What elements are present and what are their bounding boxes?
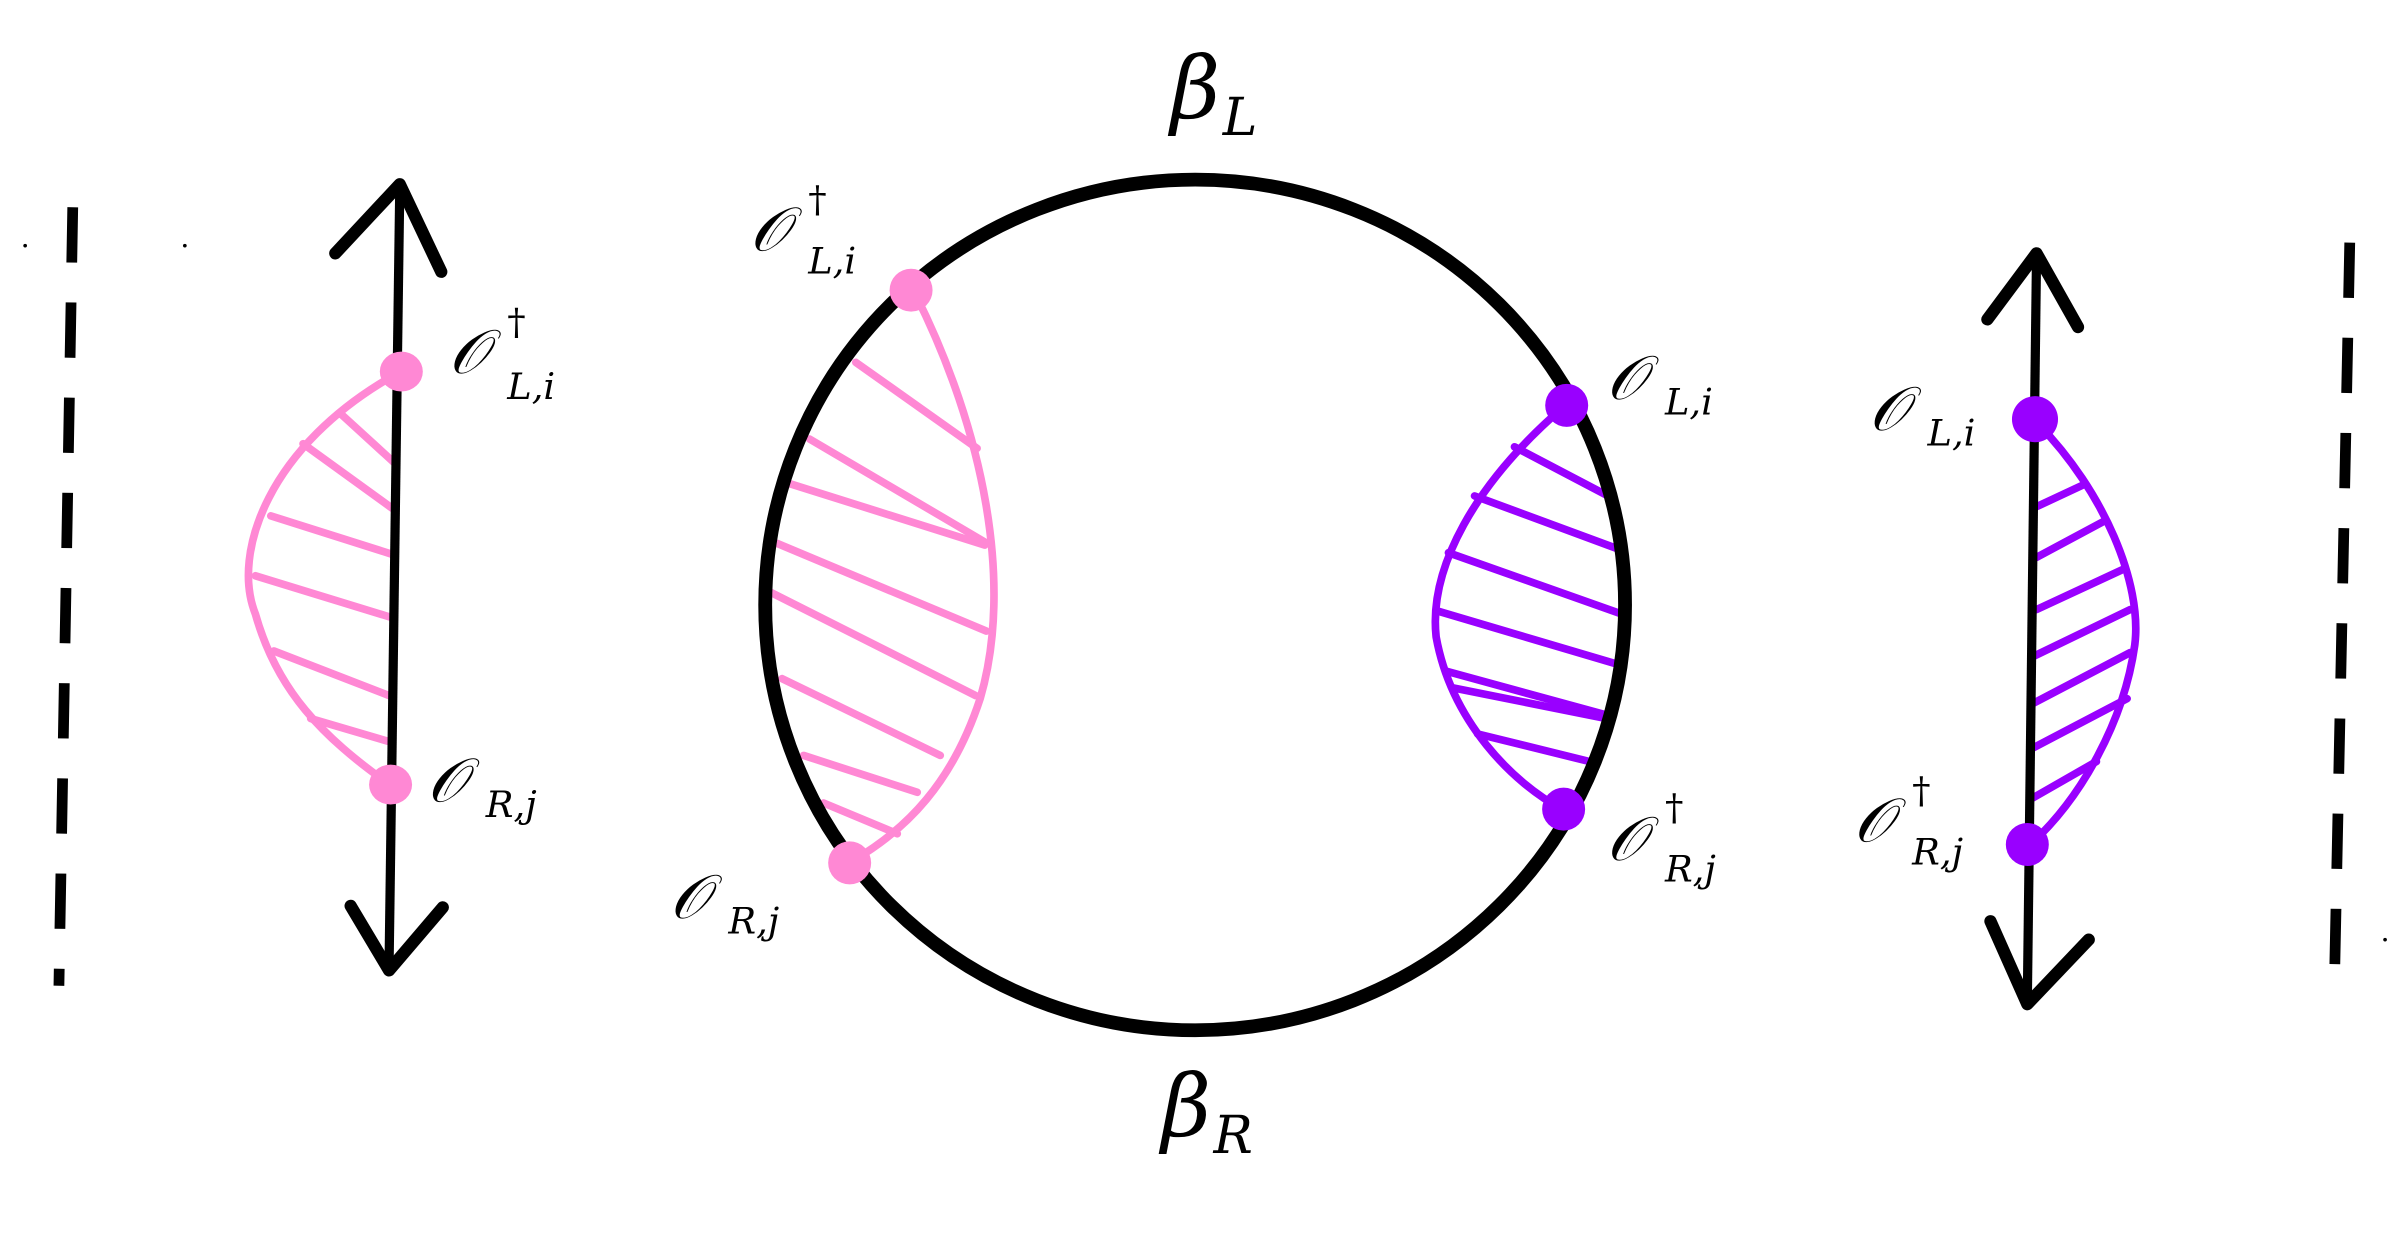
circle-op-L-label: 𝒪 L,i xyxy=(1607,343,1713,423)
svg-text:L,i: L,i xyxy=(1927,411,1976,454)
svg-text:R,j: R,j xyxy=(1664,847,1716,890)
svg-text:†: † xyxy=(1912,769,1930,812)
svg-text:R,j: R,j xyxy=(485,783,537,826)
svg-text:𝒪: 𝒪 xyxy=(449,317,502,388)
left-time-axis xyxy=(384,187,405,968)
right-purple-lens-curve xyxy=(2026,419,2140,849)
right-op-dag-R-label: 𝒪 † R,j xyxy=(1854,769,1963,873)
right-op-dag-R-dot xyxy=(2005,822,2049,866)
right-timeline: 𝒪 L,i 𝒪 † R,j xyxy=(1854,247,2140,1011)
left-op-R-dot xyxy=(369,764,413,805)
svg-text:𝒪: 𝒪 xyxy=(1607,804,1660,875)
right-hatch-region xyxy=(2026,419,2140,849)
svg-text:β: β xyxy=(1158,1057,1211,1157)
circle-op-dag-R-label: 𝒪 † R,j xyxy=(1607,786,1716,890)
circle-pink-hatch-region xyxy=(767,290,998,864)
speck xyxy=(182,243,187,248)
circle-purple-lens-curve xyxy=(1431,403,1568,813)
svg-text:𝒪: 𝒪 xyxy=(1607,343,1660,414)
beta-R-label: β R xyxy=(1158,1057,1253,1166)
svg-text:†: † xyxy=(1665,786,1683,829)
thermal-circle: β L β R 𝒪 † L,i 𝒪 R,j 𝒪 L,i 𝒪 † R,j xyxy=(670,39,1716,1166)
up-arrow-icon xyxy=(329,178,448,278)
left-dashed-boundary xyxy=(53,207,79,986)
left-op-dag-L-label: 𝒪 † L,i xyxy=(449,301,555,408)
svg-text:L,i: L,i xyxy=(1664,381,1713,424)
right-dashed-boundary xyxy=(2329,242,2356,986)
circle-op-dag-L-dot xyxy=(889,268,933,312)
down-arrow-icon xyxy=(1984,915,2095,1011)
left-pink-lens-curve xyxy=(244,370,400,787)
svg-text:R,j: R,j xyxy=(727,900,779,943)
svg-text:R: R xyxy=(1213,1106,1253,1166)
left-op-R-label: 𝒪 R,j xyxy=(427,745,536,825)
circle-purple-hatch-region xyxy=(1431,403,1626,813)
circle-op-dag-R-dot xyxy=(1542,787,1586,831)
beta-L-label: β L xyxy=(1168,39,1258,148)
svg-text:𝒪: 𝒪 xyxy=(1854,785,1907,856)
svg-text:𝒪: 𝒪 xyxy=(670,862,723,933)
svg-text:R,j: R,j xyxy=(1911,830,1963,873)
speck xyxy=(23,243,27,248)
down-arrow-icon xyxy=(344,899,449,977)
circle-outline xyxy=(758,172,1632,1038)
left-hatch-region xyxy=(244,370,400,787)
svg-text:†: † xyxy=(808,178,826,221)
left-op-dag-L-dot xyxy=(379,351,423,392)
circle-op-L-dot xyxy=(1545,383,1589,427)
svg-text:𝒪: 𝒪 xyxy=(427,745,480,816)
svg-text:β: β xyxy=(1168,39,1221,139)
svg-text:L: L xyxy=(1222,88,1258,148)
circle-op-R-label: 𝒪 R,j xyxy=(670,862,779,942)
left-timeline: 𝒪 † L,i 𝒪 R,j xyxy=(244,178,555,977)
up-arrow-icon xyxy=(1981,247,2085,334)
svg-text:L,i: L,i xyxy=(506,365,555,408)
svg-text:𝒪: 𝒪 xyxy=(750,194,803,265)
svg-text:L,i: L,i xyxy=(807,239,856,282)
circle-pink-lens-curve xyxy=(850,290,998,864)
right-op-L-dot xyxy=(2011,396,2059,443)
circle-op-R-dot xyxy=(828,841,872,885)
circle-op-dag-L-label: 𝒪 † L,i xyxy=(750,178,856,282)
speck xyxy=(2383,937,2387,942)
right-op-L-label: 𝒪 L,i xyxy=(1869,374,1975,454)
svg-text:𝒪: 𝒪 xyxy=(1869,374,1922,445)
right-time-axis xyxy=(2022,256,2042,1002)
svg-text:†: † xyxy=(507,301,525,344)
